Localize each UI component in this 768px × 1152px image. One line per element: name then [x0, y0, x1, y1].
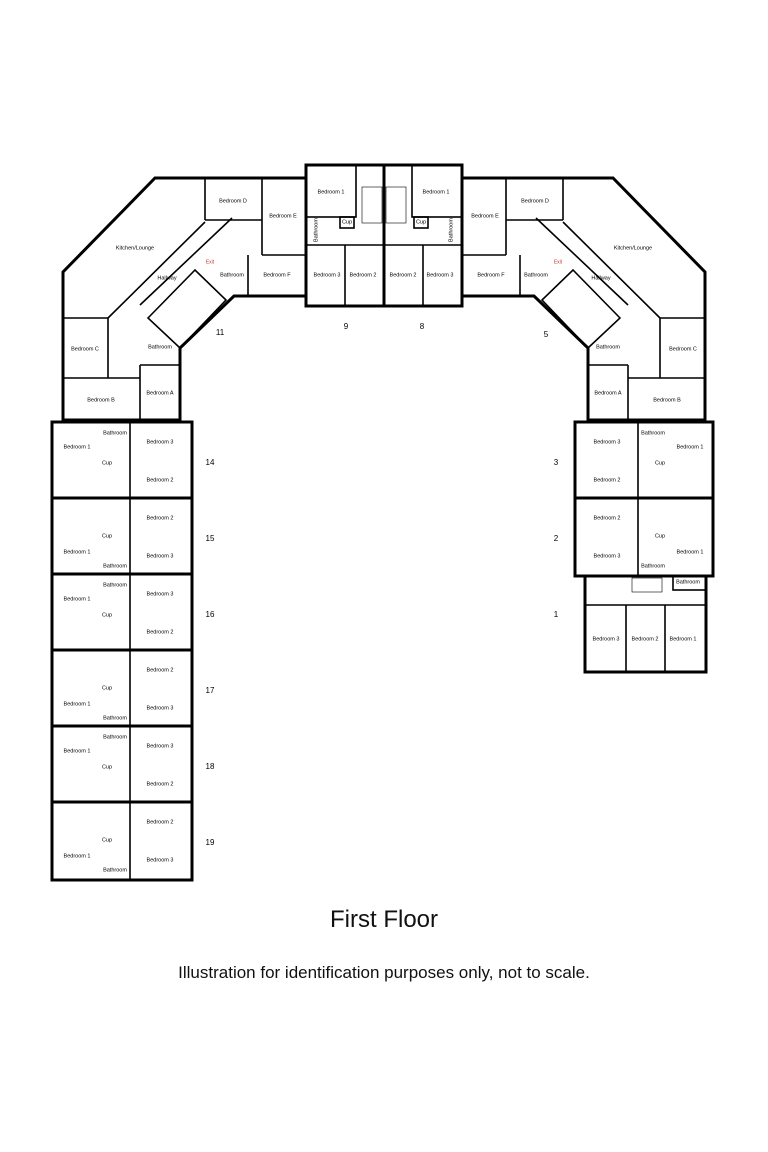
- room-label: Bedroom 2: [350, 272, 377, 278]
- room-label: Bedroom F: [477, 272, 505, 278]
- unit-number: 17: [206, 686, 215, 695]
- room-label: Kitchen/Lounge: [614, 245, 652, 251]
- room-label: Bedroom 1: [64, 444, 91, 450]
- room-label: Bedroom 2: [147, 515, 174, 521]
- room-label: Cup: [655, 533, 665, 539]
- unit-number: 14: [206, 458, 215, 467]
- room-label: Bedroom 3: [427, 272, 454, 278]
- room-label: Bedroom 2: [594, 515, 621, 521]
- room-label: Bedroom 1: [677, 444, 704, 450]
- room-label: Bedroom 1: [64, 596, 91, 602]
- room-label: Bathroom: [103, 715, 127, 721]
- room-label: Bathroom: [103, 563, 127, 569]
- room-label: Bedroom 2: [632, 636, 659, 642]
- room-label: Bedroom 2: [390, 272, 417, 278]
- room-label: Bedroom 2: [594, 477, 621, 483]
- room-label: Bedroom 1: [423, 189, 450, 195]
- plan-caption: Illustration for identification purposes…: [178, 963, 590, 982]
- room-label: Bedroom 1: [677, 549, 704, 555]
- room-label: Bedroom D: [219, 198, 247, 204]
- room-label: Hallway: [157, 275, 177, 281]
- room-label: Bedroom 3: [147, 591, 174, 597]
- room-label: Bedroom A: [594, 390, 622, 396]
- exit-sign: Exit: [206, 259, 215, 265]
- room-label: Bedroom 1: [64, 701, 91, 707]
- exit-sign: Exit: [554, 259, 563, 265]
- room-label: Bathroom: [103, 430, 127, 436]
- unit-number: 9: [344, 322, 349, 331]
- room-label: Bedroom 1: [64, 748, 91, 754]
- unit-number: 5: [544, 330, 549, 339]
- room-label: Bedroom 3: [147, 857, 174, 863]
- room-label: Bedroom C: [669, 346, 697, 352]
- room-label: Bedroom 3: [594, 553, 621, 559]
- room-label: Cup: [416, 219, 426, 225]
- unit-number: 15: [206, 534, 215, 543]
- room-label: Bedroom B: [653, 397, 681, 403]
- room-label: Bedroom 3: [147, 439, 174, 445]
- room-label: Bedroom 1: [670, 636, 697, 642]
- room-label: Bedroom 2: [147, 667, 174, 673]
- room-label: Bathroom: [676, 579, 700, 585]
- unit-number: 3: [554, 458, 559, 467]
- plan-title: First Floor: [330, 906, 438, 933]
- room-label: Cup: [102, 533, 112, 539]
- room-label: Bedroom 3: [147, 705, 174, 711]
- room-label: Cup: [102, 764, 112, 770]
- walls: [50, 163, 715, 882]
- room-label: Bedroom 1: [318, 189, 345, 195]
- room-label: Bathroom: [524, 272, 548, 278]
- room-label: Bedroom E: [269, 213, 297, 219]
- room-label: Bathroom: [448, 218, 454, 242]
- unit-number: 11: [216, 328, 225, 337]
- room-label: Bedroom C: [71, 346, 99, 352]
- room-label: Bathroom: [103, 582, 127, 588]
- unit-number: 19: [206, 838, 215, 847]
- room-label: Cup: [655, 460, 665, 466]
- room-label: Bedroom 3: [147, 553, 174, 559]
- room-label: Cup: [102, 460, 112, 466]
- room-label: Cup: [102, 837, 112, 843]
- unit-number: 2: [554, 534, 559, 543]
- room-label: Bedroom 3: [147, 743, 174, 749]
- room-label: Bedroom 3: [594, 439, 621, 445]
- room-label: Bedroom 2: [147, 477, 174, 483]
- room-label: Bathroom: [313, 218, 319, 242]
- room-label: Bedroom E: [471, 213, 499, 219]
- unit-number: 8: [420, 322, 425, 331]
- room-label: Bedroom 1: [64, 853, 91, 859]
- room-label: Bedroom B: [87, 397, 115, 403]
- room-label: Bathroom: [103, 734, 127, 740]
- room-label: Cup: [102, 612, 112, 618]
- room-label: Bathroom: [220, 272, 244, 278]
- room-label: Bathroom: [148, 344, 172, 350]
- room-label: Bathroom: [641, 430, 665, 436]
- room-label: Bedroom A: [146, 390, 174, 396]
- room-label: Bedroom 3: [593, 636, 620, 642]
- room-label: Bathroom: [103, 867, 127, 873]
- room-label: Bedroom 2: [147, 629, 174, 635]
- room-label: Kitchen/Lounge: [116, 245, 154, 251]
- room-label: Bedroom 2: [147, 819, 174, 825]
- room-label: Hallway: [591, 275, 611, 281]
- room-label: Cup: [102, 685, 112, 691]
- unit-number: 16: [206, 610, 215, 619]
- room-label: Bathroom: [596, 344, 620, 350]
- room-label: Bedroom D: [521, 198, 549, 204]
- room-label: Bedroom F: [263, 272, 291, 278]
- room-label: Bedroom 2: [147, 781, 174, 787]
- room-label: Bedroom 1: [64, 549, 91, 555]
- room-label: Bathroom: [641, 563, 665, 569]
- room-label: Cup: [342, 219, 352, 225]
- unit-number: 18: [206, 762, 215, 771]
- room-label: Bedroom 3: [314, 272, 341, 278]
- unit-number: 1: [554, 610, 559, 619]
